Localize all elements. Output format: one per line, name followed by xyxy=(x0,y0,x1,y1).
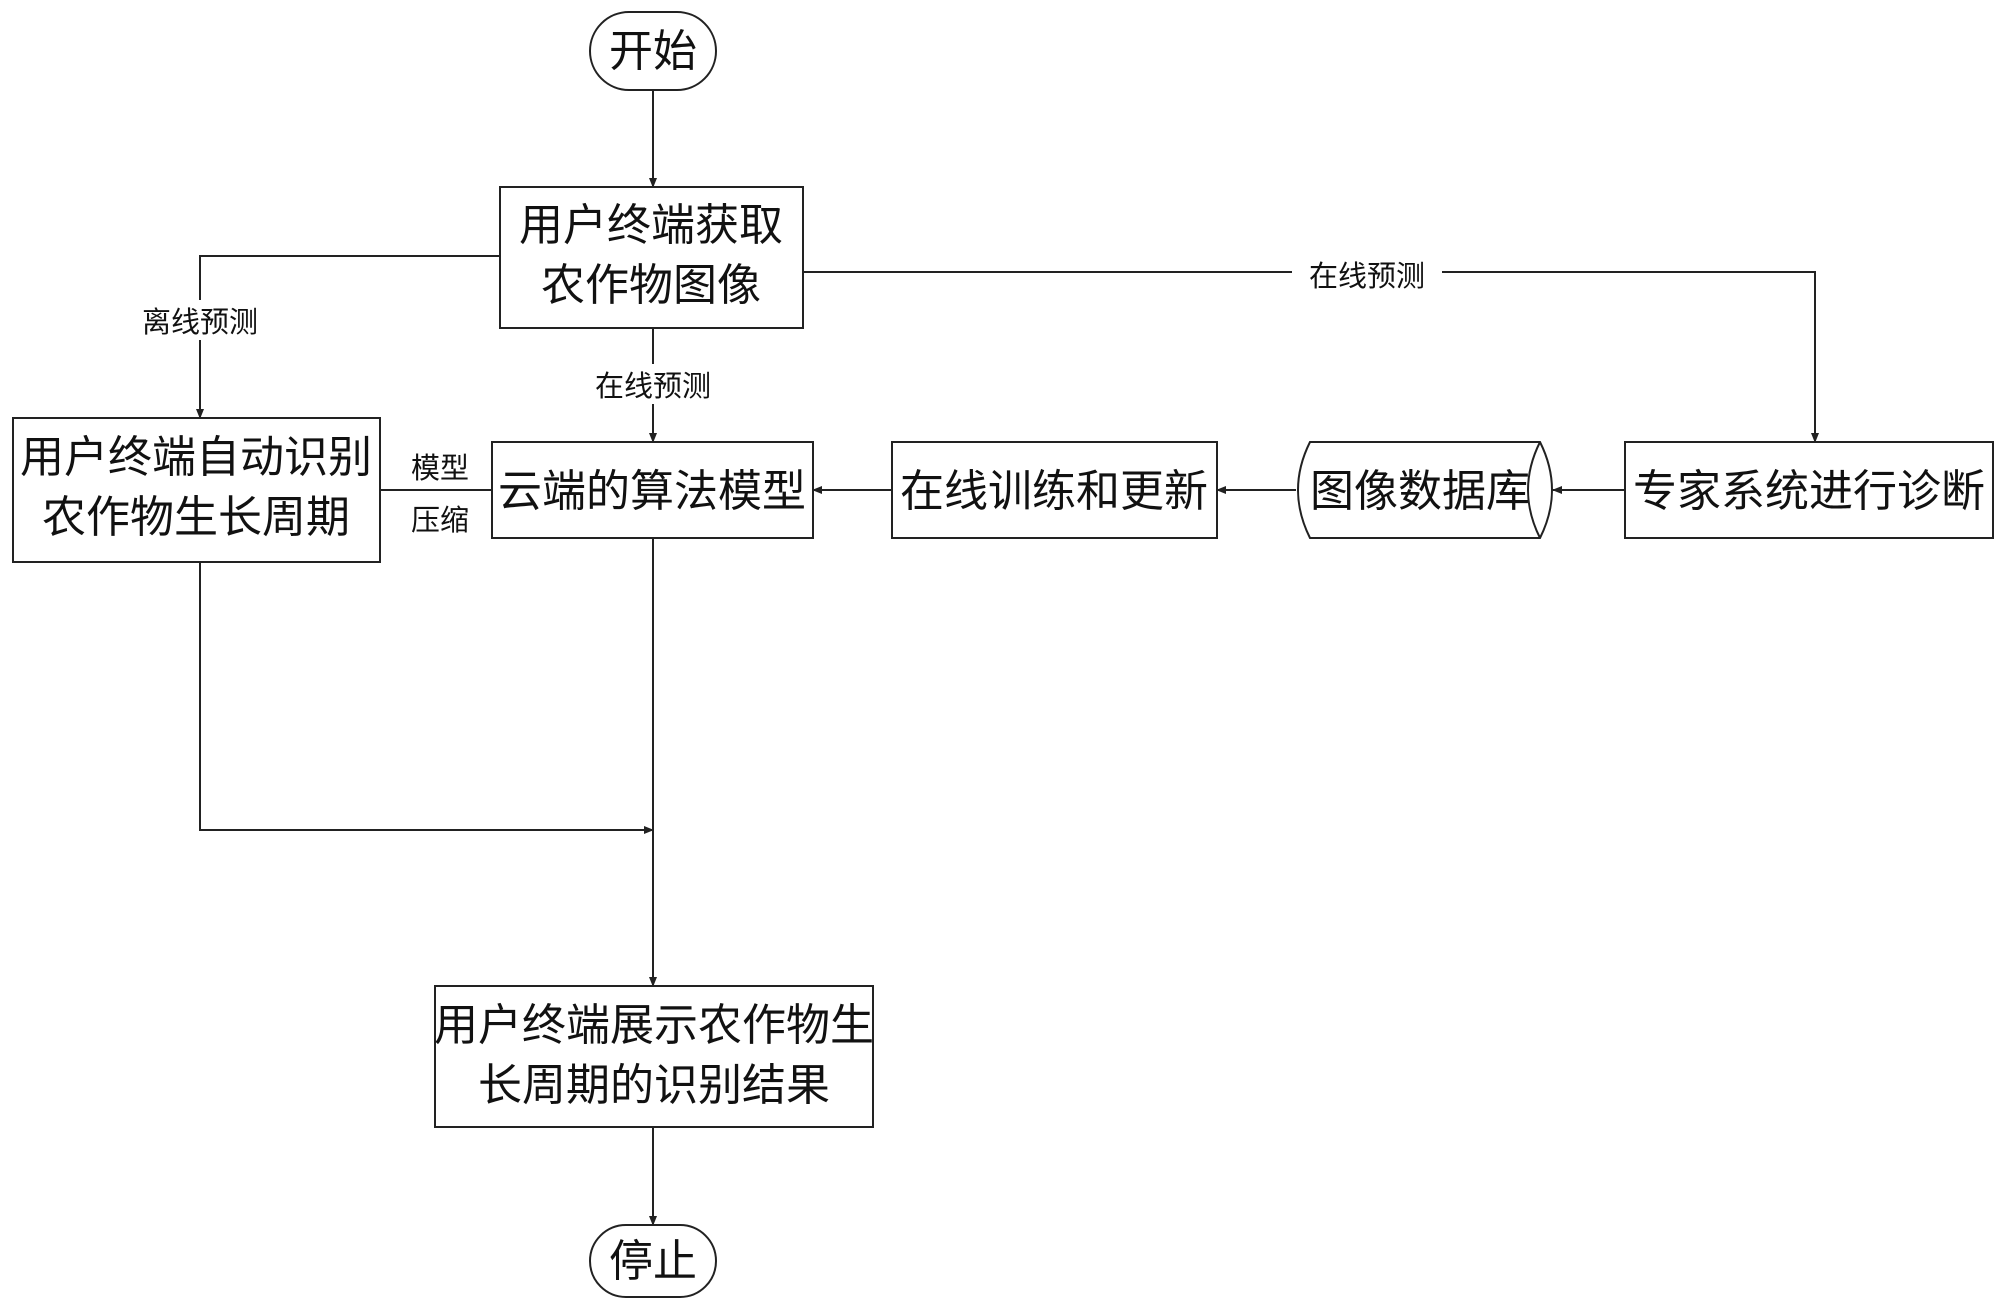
start-node: 开始 xyxy=(589,11,717,91)
image-database-node: 图像数据库 xyxy=(1297,441,1553,539)
stop-node: 停止 xyxy=(589,1224,717,1298)
model-compress-label-line2: 压缩 xyxy=(411,503,469,537)
acquire-label-line2: 农作物图像 xyxy=(541,260,761,311)
local-label-line2: 农作物生长周期 xyxy=(42,492,350,543)
offline-predict-label: 离线预测 xyxy=(142,305,258,339)
edge-acquire-to-local xyxy=(196,255,500,419)
model-compress-label-line1: 模型 xyxy=(411,451,469,485)
edge-labels: 离线预测 在线预测 在线预测 模型 压缩 xyxy=(120,256,1442,537)
local-label-line1: 用户终端自动识别 xyxy=(20,432,372,483)
start-label: 开始 xyxy=(609,26,697,77)
acquire-image-node: 用户终端获取 农作物图像 xyxy=(499,186,804,329)
cloud-label: 云端的算法模型 xyxy=(498,466,806,517)
display-label-line1: 用户终端展示农作物生 xyxy=(434,1000,874,1051)
database-label: 图像数据库 xyxy=(1310,466,1530,517)
edge-local-to-merge xyxy=(199,562,654,834)
expert-label: 专家系统进行诊断 xyxy=(1633,466,1985,517)
training-label: 在线训练和更新 xyxy=(900,466,1208,517)
cloud-model-node: 云端的算法模型 xyxy=(491,441,814,539)
connectors xyxy=(196,90,1819,1226)
display-result-node: 用户终端展示农作物生 长周期的识别结果 xyxy=(434,985,874,1128)
expert-system-node: 专家系统进行诊断 xyxy=(1624,441,1994,539)
stop-label: 停止 xyxy=(609,1236,697,1287)
online-predict-down-label: 在线预测 xyxy=(595,369,711,403)
edge-acquire-to-expert xyxy=(803,271,1819,443)
local-recognition-node: 用户终端自动识别 农作物生长周期 xyxy=(12,417,381,563)
display-label-line2: 长周期的识别结果 xyxy=(478,1060,830,1111)
acquire-label-line1: 用户终端获取 xyxy=(519,200,783,251)
online-training-node: 在线训练和更新 xyxy=(891,441,1218,539)
online-predict-right-label: 在线预测 xyxy=(1309,259,1425,293)
